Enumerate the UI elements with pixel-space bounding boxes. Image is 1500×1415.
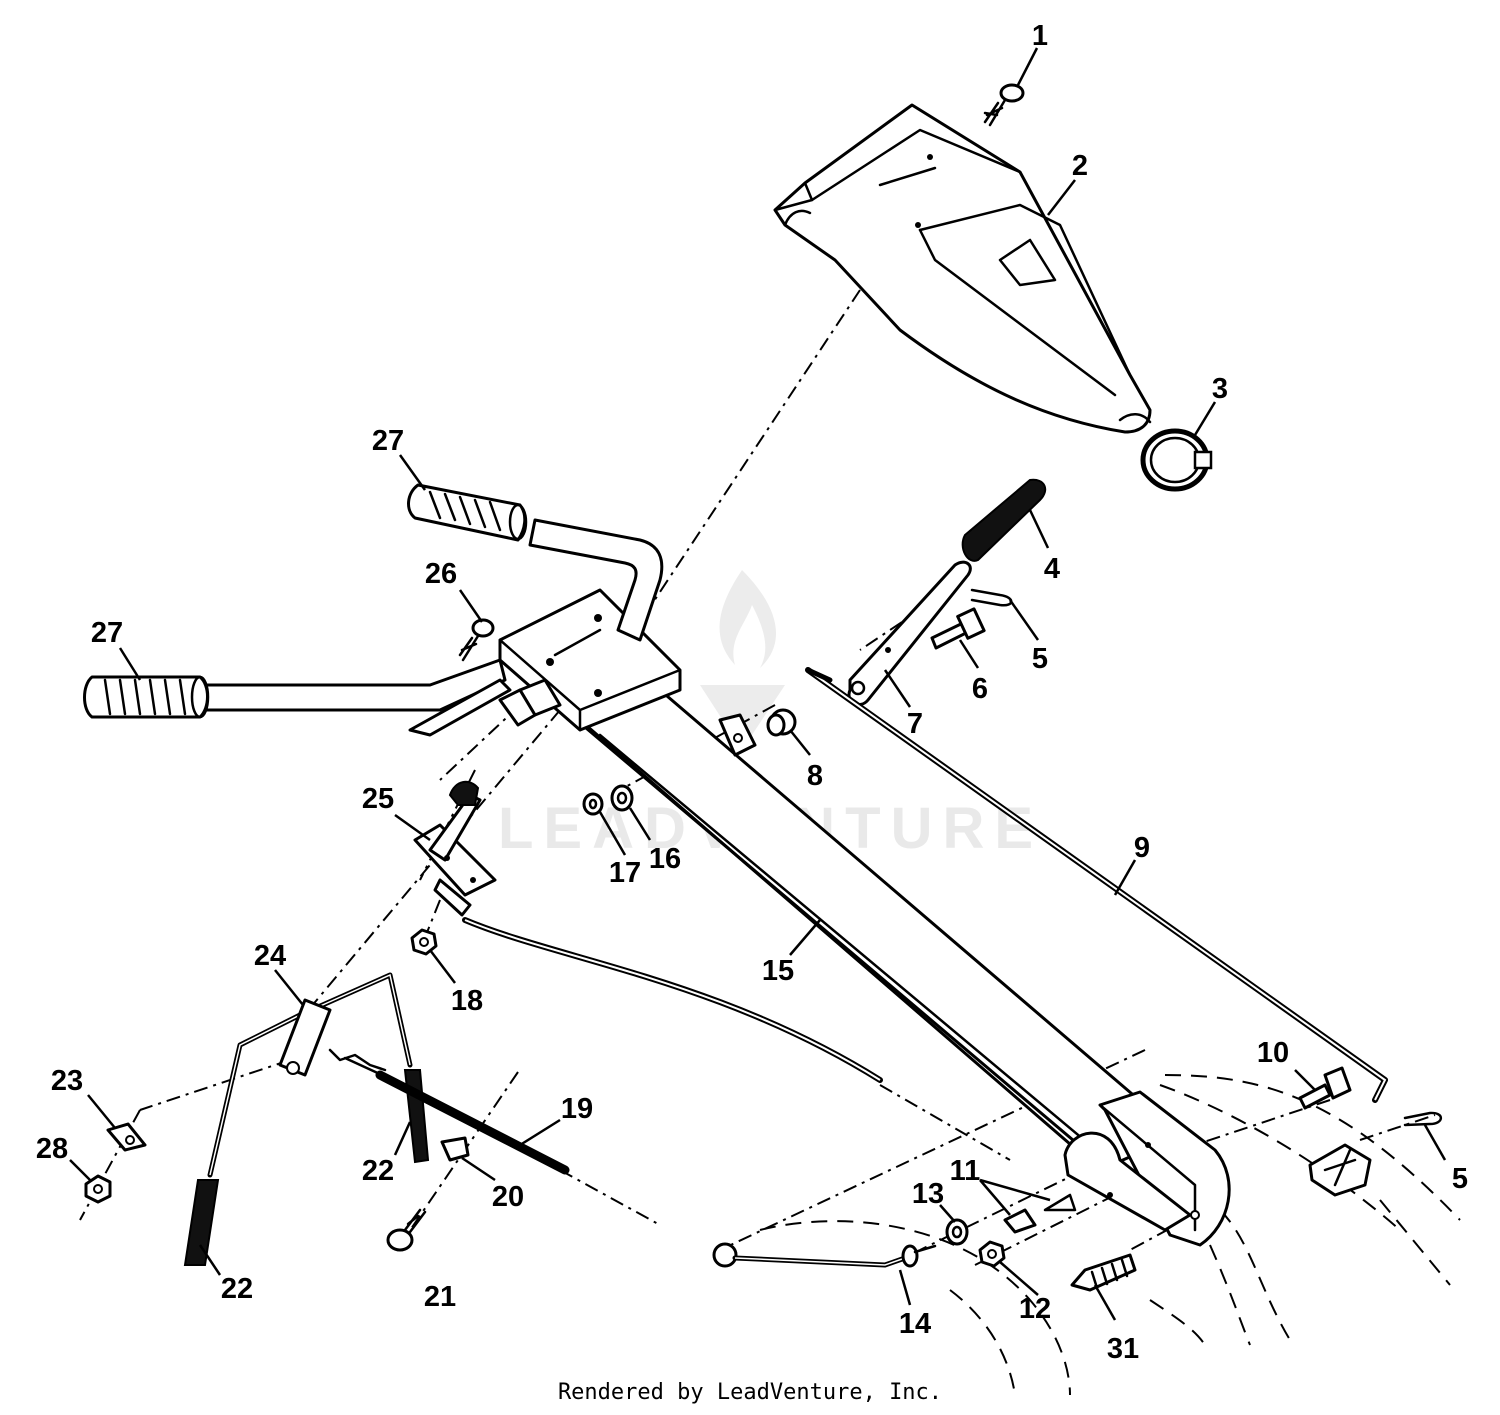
callout-6: 6 — [972, 673, 988, 705]
hairpin-clip-part-5-lower — [1403, 1111, 1443, 1127]
nut-part-28 — [84, 1174, 112, 1204]
callout-7: 7 — [907, 708, 923, 740]
sleeve-part-22-lower — [183, 1179, 220, 1266]
nut-part-18 — [410, 928, 438, 956]
handle-console-cover — [773, 103, 1152, 434]
callout-22-upper: 22 — [362, 1155, 394, 1187]
washer-part-16 — [610, 784, 634, 812]
callout-12: 12 — [1019, 1293, 1051, 1325]
callout-3: 3 — [1212, 373, 1228, 405]
handle-base-plate — [1063, 1090, 1231, 1247]
callout-11: 11 — [950, 1155, 981, 1187]
cable-part-19 — [343, 1056, 570, 1175]
callout-27-lower: 27 — [91, 617, 123, 649]
callout-5-lower: 5 — [1452, 1163, 1468, 1195]
nut-part-12 — [978, 1240, 1006, 1268]
rod-coupler — [1308, 1143, 1372, 1197]
callout-1: 1 — [1032, 20, 1048, 52]
screw-part-26 — [458, 618, 495, 662]
lever-bracket-part-25 — [413, 780, 497, 917]
control-rod-part-9 — [805, 667, 1388, 1103]
control-cable — [462, 917, 883, 1083]
nut-part-17 — [582, 792, 604, 816]
callout-5-upper: 5 — [1032, 643, 1048, 675]
callout-26: 26 — [425, 558, 457, 590]
callout-2: 2 — [1072, 150, 1088, 182]
callout-18: 18 — [451, 985, 483, 1017]
lever-assembly-part-24 — [207, 972, 413, 1178]
screw-part-1 — [983, 83, 1025, 127]
callout-labels: 1 2 3 4 5 5 6 7 8 9 10 11 12 13 14 15 16… — [36, 20, 1468, 1365]
clip-part-20 — [440, 1136, 470, 1162]
spacer-part-8 — [766, 708, 797, 737]
bolt-part-6 — [930, 607, 986, 650]
bracket — [718, 713, 757, 757]
retaining-ring-part-3 — [1140, 428, 1213, 492]
hand-grip-upper-part-27 — [407, 483, 528, 542]
callout-19: 19 — [561, 1093, 593, 1125]
washer-part-13 — [945, 1218, 969, 1246]
sleeve-part-22-upper — [403, 1069, 430, 1164]
callout-24: 24 — [254, 940, 286, 972]
clip-part-23 — [106, 1122, 147, 1152]
handle-tube-part-15 — [578, 688, 1182, 1172]
callout-27-upper: 27 — [372, 425, 404, 457]
knob-part-11 — [1003, 1193, 1077, 1234]
callout-31: 31 — [1107, 1333, 1139, 1365]
callout-20: 20 — [492, 1181, 524, 1213]
hand-grip-lower-part-27 — [83, 675, 210, 719]
callout-8: 8 — [807, 760, 823, 792]
callout-21: 21 — [424, 1281, 456, 1313]
callout-22-lower: 22 — [221, 1273, 253, 1305]
callout-13: 13 — [912, 1178, 944, 1210]
screw-part-21 — [386, 1208, 427, 1252]
callout-leaders — [69, 47, 1447, 1321]
callout-15: 15 — [762, 955, 794, 987]
callout-16: 16 — [649, 843, 681, 875]
footer-credit: Rendered by LeadVenture, Inc. — [557, 1380, 943, 1405]
callout-9: 9 — [1134, 832, 1150, 864]
callout-14: 14 — [899, 1308, 931, 1340]
callout-17: 17 — [609, 857, 641, 889]
bolt-part-10 — [1298, 1066, 1352, 1110]
lever-grip-part-4 — [961, 478, 1047, 562]
callout-25: 25 — [362, 783, 394, 815]
callout-10: 10 — [1257, 1037, 1289, 1069]
bolt-part-31 — [1070, 1253, 1137, 1292]
callout-28: 28 — [36, 1133, 68, 1165]
hairpin-clip-part-5-upper — [970, 588, 1013, 607]
callout-23: 23 — [51, 1065, 83, 1097]
handlebar — [203, 518, 664, 737]
callout-4: 4 — [1044, 553, 1060, 585]
shift-lever-part-14 — [712, 1242, 937, 1268]
